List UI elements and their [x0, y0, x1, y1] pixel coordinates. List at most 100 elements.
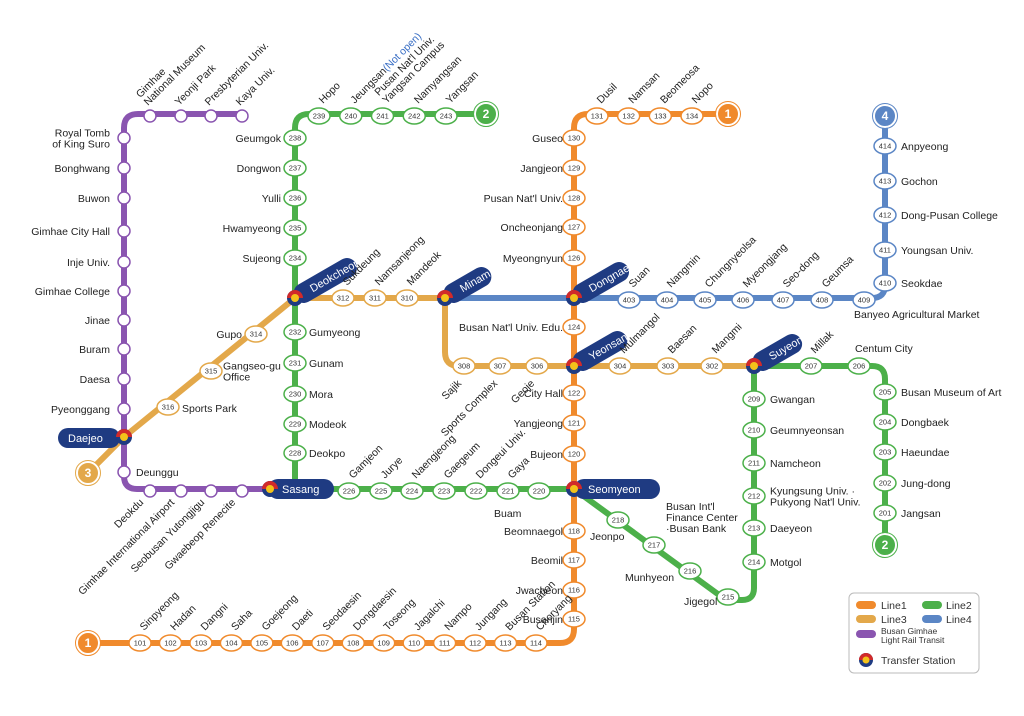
- station-number: 205: [879, 388, 892, 397]
- station-marker: [189, 634, 213, 652]
- station-saha: 104: [219, 634, 244, 652]
- station-label-dong-pusan-college: Dong-Pusan College: [901, 210, 998, 222]
- station-label-daeyeon: Daeyeon: [770, 523, 812, 535]
- station-label-gimhae-national-museum: GimhaeNational Museum: [134, 34, 208, 108]
- station-namcheon: 211: [742, 454, 766, 472]
- station-label-gimhae-college: Gimhae College: [35, 286, 110, 298]
- station-dongwon: 237: [283, 159, 307, 177]
- station-number: 243: [440, 112, 453, 121]
- station-marker: [395, 289, 419, 307]
- station-youngsan-univ: 411: [873, 241, 897, 259]
- station-banyeo-agricultural-market: 409: [852, 291, 876, 309]
- station-deokpo: 228: [283, 444, 307, 462]
- station-busan-station: 113: [493, 634, 518, 652]
- station-label-sports-park: Sports Park: [182, 403, 238, 415]
- station-jungang: 112: [463, 634, 487, 652]
- station-jangsan: 201: [873, 504, 897, 522]
- station-label-daesa: Daesa: [80, 374, 111, 386]
- station-marker: [562, 551, 586, 569]
- station-label-gochon: Gochon: [901, 176, 938, 188]
- station-number: 202: [879, 479, 892, 488]
- station-label-geumnyeonsan: Geumnyeonsan: [770, 425, 844, 437]
- station-dusil: 131: [585, 107, 609, 125]
- station-mulmangol: 304: [608, 357, 632, 375]
- station-number: 214: [748, 558, 761, 567]
- station-number: 104: [225, 639, 238, 648]
- station-nopo: 134: [680, 107, 704, 125]
- station-marker: [799, 357, 823, 375]
- station-number: 241: [376, 112, 389, 121]
- station-marker: [402, 107, 426, 125]
- station-number: 201: [879, 509, 892, 518]
- transfer-badge-label: Sasang: [282, 484, 319, 496]
- station-marker: [283, 249, 307, 267]
- station-number: 122: [568, 389, 581, 398]
- station-jeungsan: 240: [339, 107, 363, 125]
- station-label-guseo: Guseo: [532, 133, 563, 145]
- station-sajik: 308: [452, 357, 476, 375]
- station-label-pusan-nat-l-univ: Pusan Nat'l Univ.: [484, 193, 563, 205]
- endpoint-number: 2: [882, 538, 889, 552]
- station-marker: [283, 189, 307, 207]
- station-number: 409: [858, 296, 871, 305]
- station-myeongnyun: 126: [562, 249, 586, 267]
- station-marker: [117, 402, 131, 416]
- station-marker: [562, 189, 586, 207]
- station-label-millak: Millak: [809, 328, 837, 356]
- station-marker: [700, 357, 724, 375]
- station-number: 204: [879, 418, 892, 427]
- station-label-busan-museum-of-art: Busan Museum of Art: [901, 387, 1001, 399]
- station-sports-complex: 307: [488, 357, 512, 375]
- station-label-namsan: Namsan: [626, 70, 662, 106]
- station-marker: [283, 129, 307, 147]
- endpoint-marker: [716, 102, 740, 126]
- station-label-modeok: Modeok: [309, 419, 347, 431]
- station-marker: [174, 484, 188, 498]
- station-marker: [402, 634, 426, 652]
- endpoint-number: 4: [882, 109, 889, 123]
- station-marker: [463, 634, 487, 652]
- station-marker: [283, 444, 307, 462]
- station-number: 229: [289, 420, 302, 429]
- station-marker: [742, 487, 766, 505]
- transfer-icon-center: [441, 294, 449, 302]
- station-marker: [117, 224, 131, 238]
- station-label-suan: Suan: [627, 264, 653, 290]
- station-number: 232: [289, 328, 302, 337]
- station-gupo: 314: [244, 325, 268, 343]
- station-marker: [117, 161, 131, 175]
- transfer-badge: Daejeo: [58, 428, 120, 448]
- station-label-yangjeong: Yangjeong: [514, 418, 564, 430]
- station-daeti: 106: [280, 634, 305, 652]
- station-marker: [525, 357, 549, 375]
- station-marker: [648, 107, 673, 125]
- station-gumyeong: 232: [283, 323, 307, 341]
- station-marker: [742, 421, 766, 439]
- station-label-geumgok: Geumgok: [235, 133, 281, 145]
- station-marker: [464, 482, 488, 500]
- station-label-beomnaegol: Beomnaegol: [504, 526, 563, 538]
- station-number: 108: [347, 639, 360, 648]
- station-motgol: 214: [742, 553, 766, 571]
- station-number: 105: [256, 639, 269, 648]
- station-marker: [283, 323, 307, 341]
- station-marker: [204, 109, 218, 123]
- station-gwangan: 209: [742, 390, 766, 408]
- transfer-sasang: Sasang: [262, 479, 334, 499]
- station-label-namcheon: Namcheon: [770, 458, 821, 470]
- station-number: 132: [622, 112, 635, 121]
- station-label-gupo: Gupo: [216, 329, 242, 341]
- station-number: 115: [568, 615, 580, 624]
- endpoint-marker: [76, 461, 100, 485]
- station-number: 228: [289, 449, 302, 458]
- station-number: 217: [648, 541, 661, 550]
- station-number: 414: [879, 142, 892, 151]
- station-number: 304: [614, 362, 627, 371]
- station-number: 134: [686, 112, 699, 121]
- station-gangseo-gu-office: 315: [199, 362, 223, 380]
- station-label-gumyeong: Gumyeong: [309, 327, 361, 339]
- transfer-badge: Sasang: [268, 479, 334, 499]
- station-marker: [873, 413, 897, 431]
- station-jangjeon: 129: [562, 159, 586, 177]
